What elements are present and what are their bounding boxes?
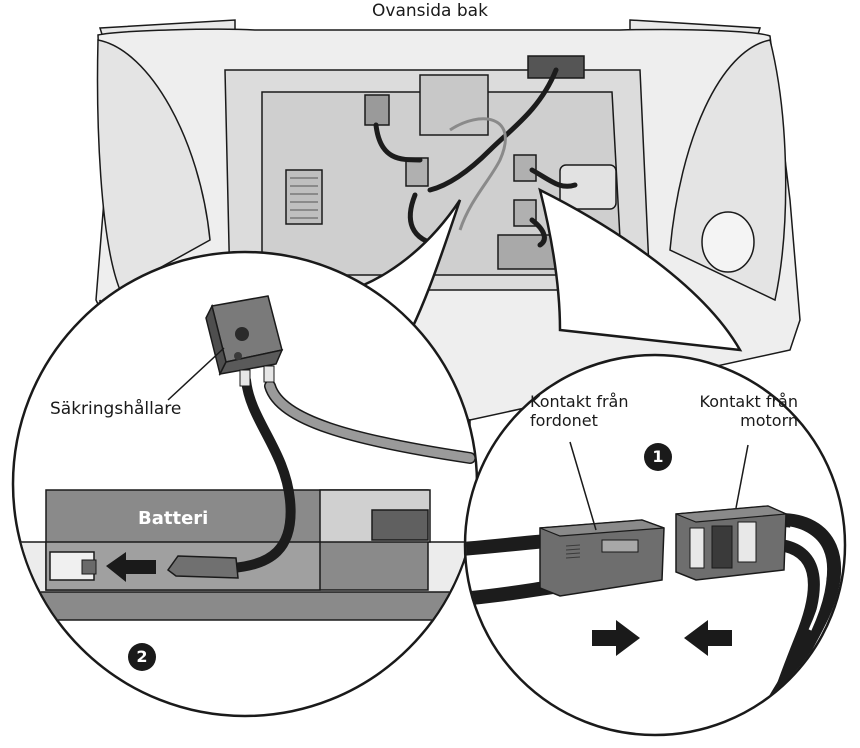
motor-connector-label: Kontakt från motorn	[676, 392, 798, 430]
connector-mid-right	[513, 154, 537, 182]
battery-tab	[371, 509, 429, 541]
step-2-badge: 2	[128, 643, 156, 671]
motor-connector-leader	[735, 444, 749, 509]
left-magnifier-content	[14, 295, 476, 621]
vehicle-gray-wire	[449, 117, 507, 231]
battery-plug	[166, 555, 239, 579]
connector-top-right	[527, 55, 585, 79]
page-title: Ovansida bak	[372, 1, 488, 21]
motor-connector-label-line1: Kontakt från	[699, 392, 798, 411]
fuse-label-leader	[167, 347, 225, 401]
vehicle-connector-label: Kontakt från fordonet	[530, 392, 628, 430]
fuse-holder-hole	[235, 327, 249, 341]
left-fender	[96, 39, 211, 292]
vehicle-connector-leader	[569, 441, 597, 531]
arrow-left-icon	[106, 552, 156, 582]
control-module	[419, 74, 489, 136]
vent-grille	[285, 169, 323, 225]
vehicle-wiring	[373, 67, 578, 248]
vehicle-connector-label-line1: Kontakt från	[530, 392, 629, 411]
step-1-badge: 1	[644, 443, 672, 471]
battery-label: Batteri	[138, 508, 209, 529]
arrow-right-icon	[592, 620, 640, 656]
motor-connector-label-line2: motorn	[740, 411, 798, 430]
right-magnifier-content	[466, 441, 842, 734]
callout-pointer-right	[538, 187, 743, 352]
fuse-holder-label: Säkringshållare	[50, 399, 182, 419]
battery-tray-base	[14, 589, 476, 621]
right-wheel-hub	[701, 211, 755, 273]
fuse-black-wire	[227, 375, 296, 573]
vehicle-connector-label-line2: fordonet	[530, 411, 598, 430]
arrow-left-icon	[684, 620, 732, 656]
motor-cable-white-stripe	[789, 526, 827, 631]
right-fender	[669, 39, 787, 302]
small-fuse-block	[364, 94, 390, 126]
